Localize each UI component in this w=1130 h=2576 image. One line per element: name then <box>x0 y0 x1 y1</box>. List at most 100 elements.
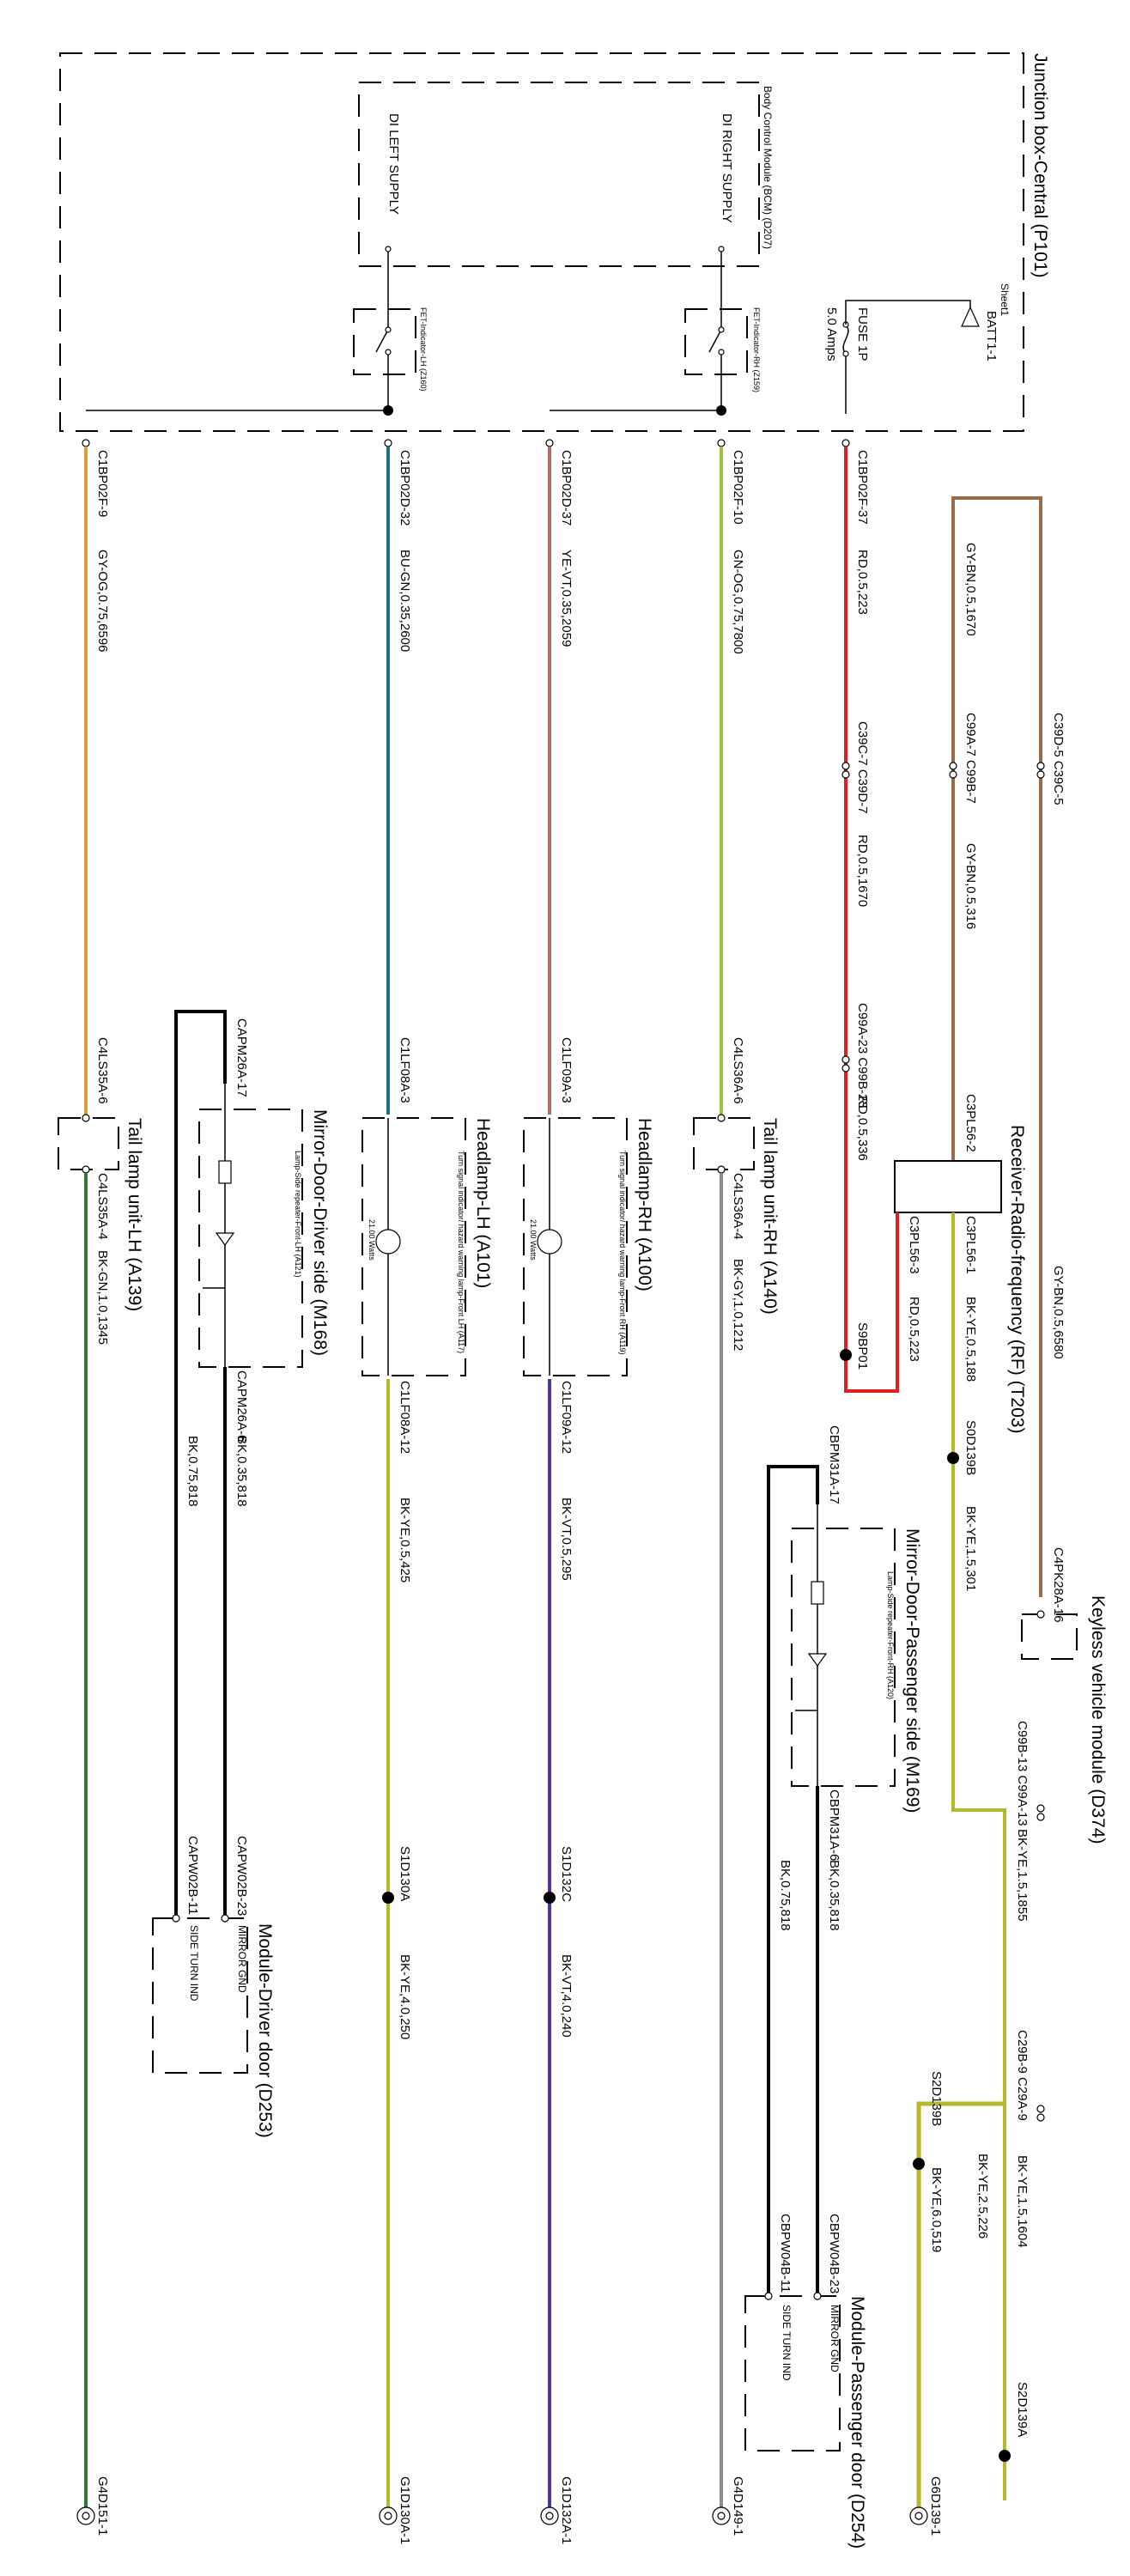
mod-pd-turn: SIDE TURN IND <box>781 2305 793 2381</box>
hl-lh-label: Headlamp-LH (A101) <box>473 1118 493 1288</box>
kvm-box <box>1021 1613 1078 1660</box>
mod-dd-box <box>152 1917 248 2074</box>
svg-text:S2D139A: S2D139A <box>1015 2382 1030 2437</box>
bcm-label: Body Control Module (BCM) (D207) <box>762 86 774 249</box>
fet-lh-box <box>353 308 416 375</box>
rf-receiver-label: Receiver-Radio-frequency (RF) (T203) <box>1007 1125 1027 1433</box>
lamp-ps-icon <box>795 1504 828 1786</box>
bulb-rh-icon <box>537 1118 562 1376</box>
svg-text:C4LS35A-6: C4LS35A-6 <box>95 1037 110 1104</box>
hl-rh-box <box>523 1117 628 1376</box>
svg-text:GY-BN,0.5,316: GY-BN,0.5,316 <box>963 843 978 929</box>
splice-s2d139a <box>999 2450 1011 2462</box>
svg-text:BK-YE,1.5,1604: BK-YE,1.5,1604 <box>1015 2155 1030 2248</box>
svg-text:C4PK28A-16: C4PK28A-16 <box>1051 1547 1066 1623</box>
mirror-ds-label: Mirror-Door-Driver side (M168) <box>310 1109 330 1356</box>
fuse-label: FUSE 1P <box>855 307 870 361</box>
svg-text:BK,0.75,818: BK,0.75,818 <box>185 1436 200 1507</box>
svg-text:S1D132C: S1D132C <box>559 1846 574 1902</box>
mod-dd-gnd: MIRROR GND <box>236 1925 248 1993</box>
watts-lh: 21.00 Watts <box>368 1219 376 1261</box>
wire-bk-ds <box>174 1010 227 1915</box>
battery-icon <box>961 306 980 327</box>
svg-text:CAPW02B-11: CAPW02B-11 <box>185 1836 200 1915</box>
svg-text:CBPW04B-23: CBPW04B-23 <box>827 2214 841 2293</box>
connector-pins-mid <box>841 762 1045 2122</box>
svg-text:CBPM31A-17: CBPM31A-17 <box>827 1425 841 1504</box>
fet-rh-label: FET-Indicator-RH (Z159) <box>752 307 761 392</box>
svg-text:S1D130A: S1D130A <box>398 1846 412 1901</box>
mod-dd-label: Module-Driver door (D253) <box>255 1923 275 2138</box>
fet-rh-switch-icon <box>708 246 725 414</box>
svg-text:BK-YE,0.5,425: BK-YE,0.5,425 <box>398 1498 412 1583</box>
mirror-ps-sub: Lamp-Side repeater-Front-RH (A120) <box>886 1571 895 1699</box>
watts-rh: 21.00 Watts <box>529 1219 538 1261</box>
svg-text:C1LF09A-3: C1LF09A-3 <box>559 1037 574 1103</box>
svg-text:BK,0.35,818: BK,0.35,818 <box>234 1436 249 1507</box>
svg-text:G1D132A-1: G1D132A-1 <box>559 2476 574 2544</box>
junction-box-outline <box>59 52 1024 432</box>
svg-text:G4D151-1: G4D151-1 <box>95 2476 110 2536</box>
splice-s1d130a <box>382 1892 394 1904</box>
svg-text:RD,0.5,223: RD,0.5,223 <box>907 1297 921 1362</box>
svg-text:BK-YE,6.0,519: BK-YE,6.0,519 <box>929 2167 944 2252</box>
wire-olive-main <box>951 1494 1006 2500</box>
svg-text:C1BP02D-32: C1BP02D-32 <box>398 450 412 526</box>
svg-text:C1LF08A-3: C1LF08A-3 <box>398 1037 412 1103</box>
hl-rh-sub: Turn signal indicator/ hazard warning la… <box>618 1151 627 1355</box>
hl-lh-sub: Turn signal indicator/ hazard warning la… <box>457 1151 465 1353</box>
svg-text:S9BP01: S9BP01 <box>855 1322 870 1370</box>
rf-receiver-box <box>894 1160 1002 1213</box>
svg-text:C99A-7 C99B-7: C99A-7 C99B-7 <box>963 713 978 804</box>
wire-olive-loop <box>916 2101 1005 2507</box>
bcm-box-outline <box>358 82 760 267</box>
junction-box-title: Junction box-Central (P101) <box>1030 53 1050 277</box>
svg-text:YE-VT,0.35,2059: YE-VT,0.35,2059 <box>559 550 574 647</box>
tail-lh-box <box>58 1117 119 1170</box>
svg-text:BK,0.75,818: BK,0.75,818 <box>778 1860 793 1931</box>
tail-lh-label: Tail lamp unit-LH (A139) <box>125 1118 144 1311</box>
svg-text:CAPW02B-23: CAPW02B-23 <box>234 1836 249 1916</box>
bulb-lh-icon <box>375 1118 401 1376</box>
splice-s2d139b <box>913 2158 925 2170</box>
svg-text:BU-GN,0.35,2600: BU-GN,0.35,2600 <box>398 550 412 652</box>
svg-text:BK-YE,1.5,1855: BK-YE,1.5,1855 <box>1015 1829 1030 1922</box>
sheet-label: Sheet1 <box>999 283 1011 316</box>
svg-text:GY-BN,0.5,1670: GY-BN,0.5,1670 <box>963 543 978 636</box>
svg-text:C4LS35A-4: C4LS35A-4 <box>95 1173 110 1240</box>
hl-rh-label: Headlamp-RH (A100) <box>635 1118 654 1291</box>
svg-text:BK-YE,0.5,188: BK-YE,0.5,188 <box>963 1297 978 1382</box>
svg-text:S2D139B: S2D139B <box>929 2071 944 2126</box>
splice-s9bp01 <box>840 1349 852 1361</box>
svg-text:C1BP02F-9: C1BP02F-9 <box>95 450 110 517</box>
jb-pins <box>82 439 850 447</box>
tail-rh-label: Tail lamp unit-RH (A140) <box>760 1118 780 1315</box>
svg-text:C1BP02F-37: C1BP02F-37 <box>855 450 870 525</box>
wire-bk-ps <box>767 1465 819 2293</box>
svg-text:CAPM26A-6: CAPM26A-6 <box>234 1370 249 1442</box>
svg-text:RD,0.5,1670: RD,0.5,1670 <box>855 835 870 907</box>
svg-text:C3PL56-3: C3PL56-3 <box>907 1216 921 1274</box>
fuse-icon <box>842 300 971 414</box>
dr-supply-label: DI RIGHT SUPPLY <box>720 113 734 223</box>
svg-text:BK-YE,1.5,301: BK-YE,1.5,301 <box>963 1506 978 1591</box>
wire-labels: RD,0.5,223 GN-OG,0.75,7800 YE-VT,0.35,20… <box>95 543 1066 2252</box>
svg-text:S0D139B: S0D139B <box>963 1420 978 1475</box>
mirror-ps-label: Mirror-Door-Passenger side (M169) <box>902 1528 922 1813</box>
splice-s0d139b <box>947 1452 959 1464</box>
svg-text:BK-GY,1.0,1212: BK-GY,1.0,1212 <box>731 1259 745 1351</box>
mod-dd-turn: SIDE TURN IND <box>188 1925 200 2002</box>
svg-text:RD,0.5,336: RD,0.5,336 <box>855 1096 870 1161</box>
ground-icons <box>76 2506 928 2525</box>
svg-text:CBPW04B-11: CBPW04B-11 <box>778 2214 793 2293</box>
batt-label: BATT1-1 <box>984 311 999 361</box>
svg-text:C4LS36A-4: C4LS36A-4 <box>731 1173 745 1240</box>
svg-text:C99A-23 C99B-23: C99A-23 C99B-23 <box>855 1003 870 1109</box>
svg-text:C99B-13 C99A-13: C99B-13 C99A-13 <box>1015 1721 1030 1826</box>
svg-text:C3PL56-1: C3PL56-1 <box>963 1216 978 1274</box>
svg-text:C1LF09A-12: C1LF09A-12 <box>559 1381 574 1454</box>
dl-supply-label: DI LEFT SUPPLY <box>386 113 401 215</box>
lamp-ds-icon <box>203 1084 235 1367</box>
svg-text:BK-VT,4.0,240: BK-VT,4.0,240 <box>559 1954 574 2038</box>
